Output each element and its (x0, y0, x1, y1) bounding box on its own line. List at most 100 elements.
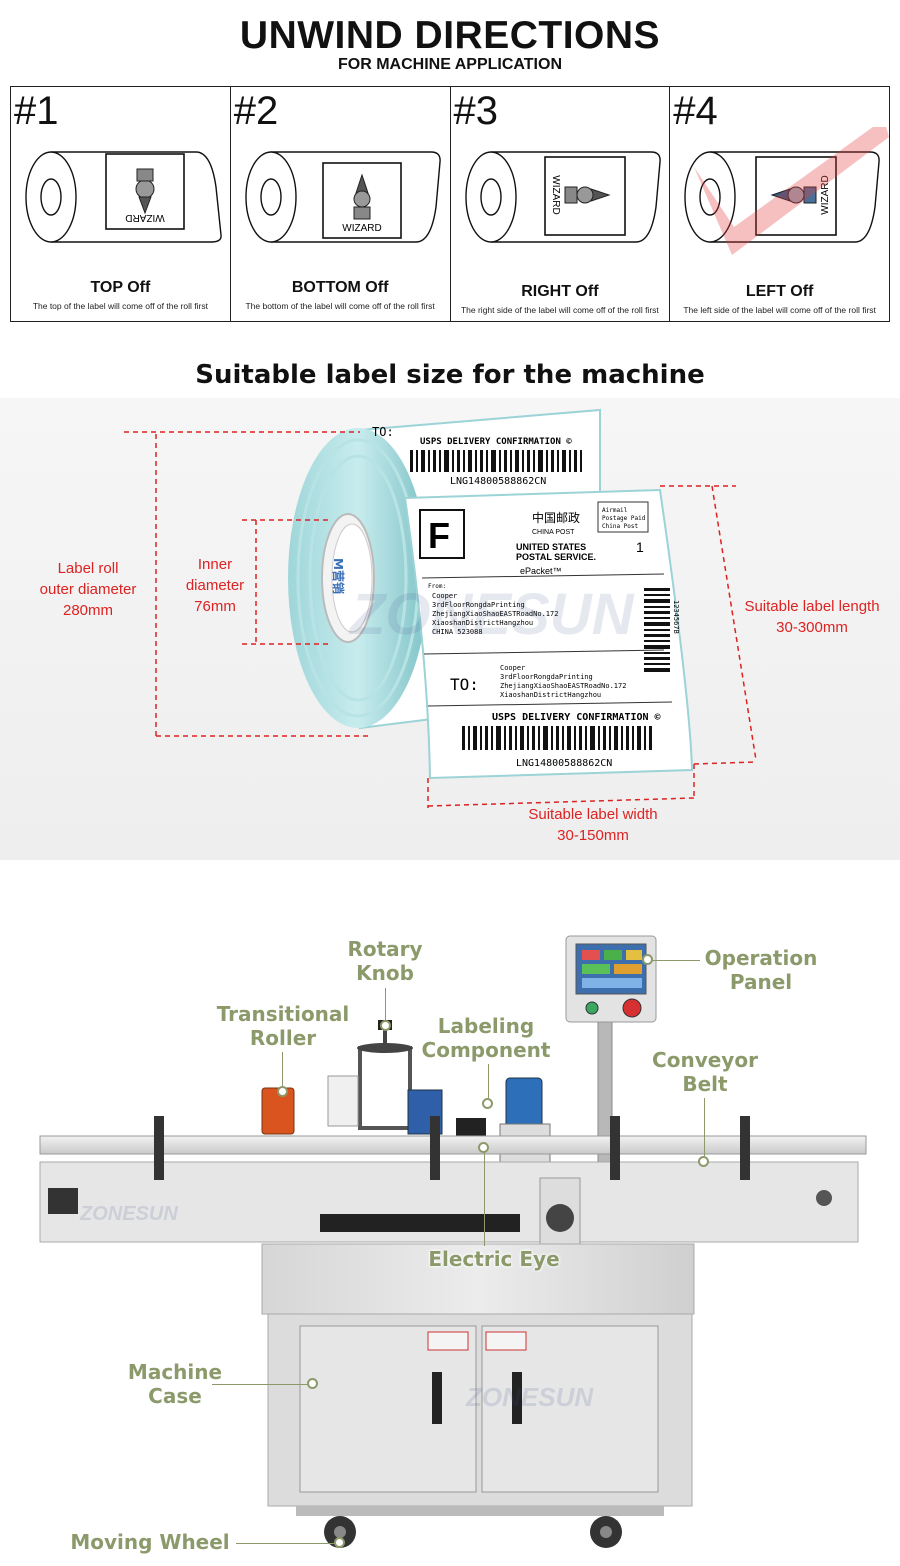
machine-case-label: Machine Case (127, 1360, 223, 1408)
roll-right-off-illustration: WIZARD (464, 151, 661, 243)
upper-usps-conf-text: USPS DELIVERY CONFIRMATION © (420, 437, 572, 447)
unwind-grid: #1 WIZARD TOP Off The top of the label w… (10, 86, 890, 322)
electric-eye-label: Electric Eye (428, 1247, 560, 1271)
emergency-stop-button (622, 998, 642, 1018)
length-line1: Suitable label length (744, 598, 880, 615)
upper-tracking-text: LNG14800588862CN (450, 476, 546, 487)
unwind-option-right: #3 WIZARD RIGHT Off The right side of th… (451, 87, 671, 321)
roll-left-off-illustration: WIZARD (684, 127, 889, 255)
china-post-text: 中国邮政 (532, 510, 580, 525)
wheel-dot (334, 1537, 345, 1548)
length-bottom-line (693, 761, 757, 765)
unwind-option-top: #1 WIZARD TOP Off The top of the label w… (11, 87, 231, 321)
labeling-dot (482, 1098, 493, 1109)
option-number: #3 (453, 89, 499, 133)
operation-dot (642, 954, 653, 965)
moving-wheel-label: Moving Wheel (70, 1530, 230, 1554)
from-addr3: ZhejiangXiaoShaoEASTRoadNo.172 (432, 610, 558, 618)
outer-value: 280mm (62, 602, 114, 619)
transitional-leader (282, 1052, 283, 1086)
outer-diameter-label: Label roll outer diameter 280mm (28, 558, 148, 621)
labeling-component-label: Labeling Component (421, 1014, 551, 1062)
option-number: #4 (673, 89, 718, 133)
airmail3-text: China Post (602, 523, 639, 530)
conveyor-leader (704, 1098, 705, 1156)
label-reel-white (327, 1075, 359, 1127)
to-addr2: 3rdFloorRongdaPrinting (500, 673, 593, 681)
from-addr2: 3rdFloorRongdaPrinting (432, 601, 525, 609)
epacket-text: ePacket™ (520, 566, 562, 576)
length-diagonal-line (711, 485, 757, 761)
option-description: The right side of the label will come of… (460, 305, 659, 315)
outer-line2: outer diameter (39, 581, 137, 598)
roll-top-off-illustration: WIZARD (25, 151, 222, 243)
upper-barcode (410, 450, 582, 472)
machine-watermark-right: ZONESUN (465, 1382, 594, 1412)
label-roll-illustration: M营销 TO: USPS DELIVERY CONFIRMATION © LNG… (124, 408, 757, 808)
label-width-label: Suitable label width 30-150mm (498, 804, 688, 846)
eye-leader (484, 1152, 485, 1246)
label-text: WIZARD (342, 223, 381, 234)
to-addr4: XiaoshanDistrictHangzhou (500, 691, 601, 699)
operation-leader (652, 960, 700, 961)
case-door-left (299, 1325, 477, 1493)
from-text: From: (428, 583, 446, 590)
label-text: WIZARD (125, 212, 164, 223)
inner-line1: Inner (197, 556, 233, 573)
conveyor-belt-label: Conveyor Belt (652, 1048, 758, 1096)
transitional-dot (277, 1086, 288, 1097)
label-size-section: Suitable label size for the machine M营销 … (0, 338, 900, 860)
option-description: The bottom of the label will come off of… (245, 301, 435, 311)
option-description: The left side of the label will come off… (683, 305, 876, 315)
unwind-title: UNWIND DIRECTIONS (239, 14, 661, 57)
option-number: #2 (233, 89, 279, 133)
from-addr1: Cooper (432, 592, 457, 600)
case-top (261, 1243, 695, 1315)
width-value: 30-150mm (557, 827, 629, 844)
upper-to-text: TO: (372, 425, 394, 439)
label-length-label: Suitable label length 30-300mm (732, 596, 892, 638)
width-line1: Suitable label width (528, 806, 658, 823)
inner-value: 76mm (194, 598, 236, 615)
side-barcode (644, 588, 670, 672)
conveyor-knob (816, 1190, 832, 1206)
to-text: TO: (450, 675, 479, 694)
option-title: RIGHT Off (521, 283, 599, 300)
side-code-text: 1234567B (672, 600, 680, 634)
airmail2-text: Postage Paid (602, 515, 646, 522)
size-title: Suitable label size for the machine (195, 360, 705, 390)
conveyor-dot (698, 1156, 709, 1167)
wheel-leader (236, 1543, 336, 1544)
case-leader (212, 1384, 308, 1385)
to-addr3: ZhejiangXiaoShaoEASTRoadNo.172 (500, 682, 626, 690)
unwind-subtitle: FOR MACHINE APPLICATION (338, 56, 562, 73)
inner-diameter-label: Inner diameter 76mm (170, 554, 260, 617)
case-door-right (481, 1325, 659, 1493)
selected-check-icon (694, 127, 889, 255)
dimension-lines (124, 431, 757, 808)
rotary-knob-label: Rotary Knob (347, 937, 423, 985)
usps-text: UNITED STATES (516, 542, 586, 552)
transitional-roller-label: Transitional Roller (216, 1002, 350, 1050)
inner-line2: diameter (185, 577, 245, 594)
option-number: #1 (14, 89, 59, 133)
operation-panel-label: Operation Panel (704, 946, 818, 994)
num-one-text: 1 (636, 539, 644, 555)
unwind-option-bottom: #2 WIZARD BOTTOM Off The bottom of the l… (231, 87, 451, 321)
from-addr5: CHINA 523088 (432, 628, 483, 636)
roll-bottom-off-illustration: WIZARD (245, 151, 441, 243)
main-barcode (462, 726, 652, 750)
rotary-dot (380, 1020, 391, 1031)
start-button (585, 1001, 599, 1015)
eye-dot (478, 1142, 489, 1153)
option-title: TOP Off (90, 279, 151, 296)
label-text: WIZARD (550, 175, 561, 214)
usps-conf-text: USPS DELIVERY CONFIRMATION © (492, 712, 662, 723)
tracking-text: LNG14800588862CN (516, 758, 612, 769)
labeling-frame (358, 1046, 412, 1130)
label-text: WIZARD (820, 175, 831, 214)
airmail1-text: Airmail (602, 507, 628, 514)
watermark-text: ZONESUN (348, 582, 635, 647)
conveyor-rail (39, 1135, 867, 1155)
labeling-leader (488, 1064, 489, 1098)
